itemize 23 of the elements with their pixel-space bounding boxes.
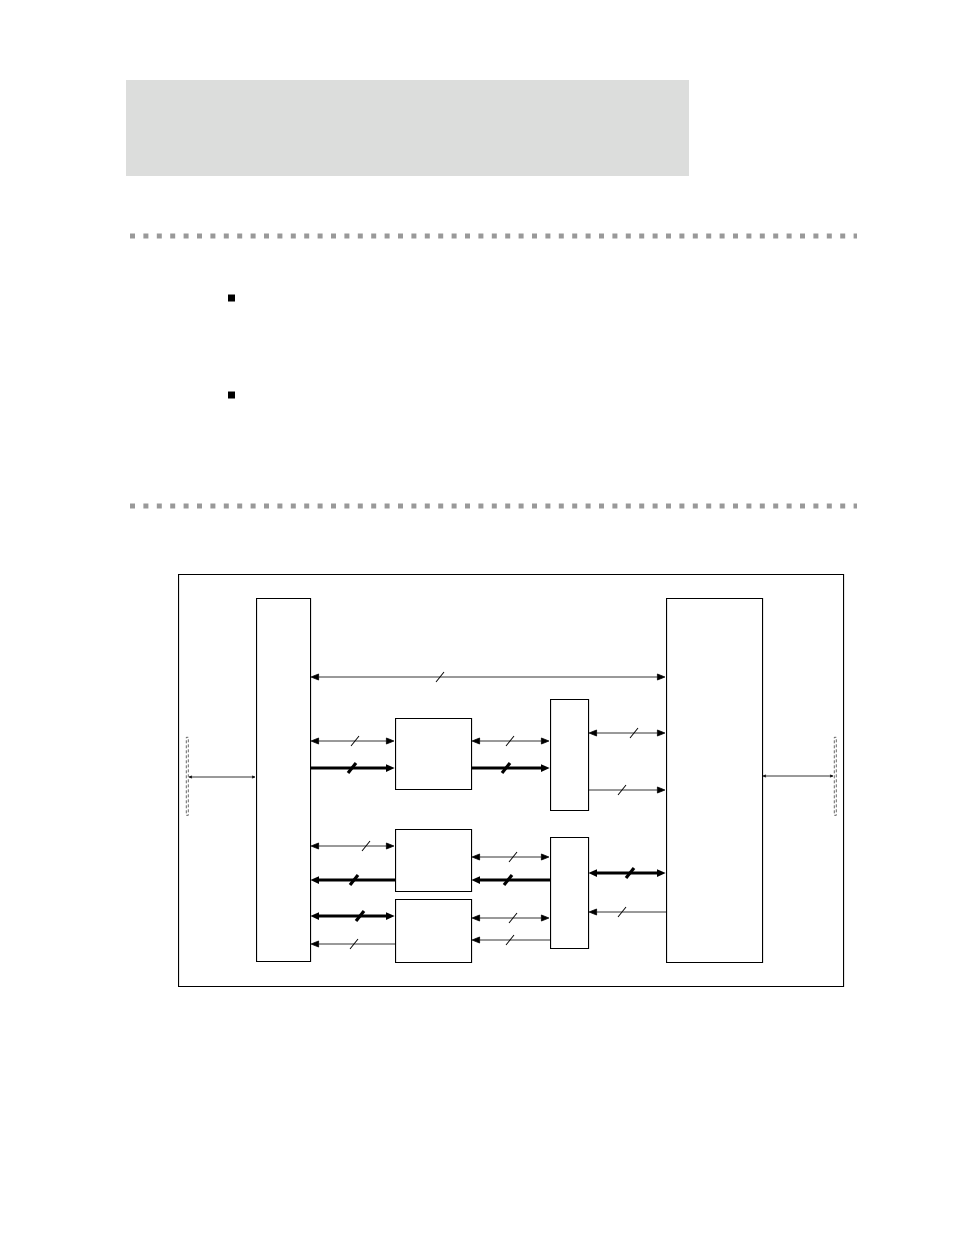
arrow <box>762 774 834 778</box>
bus-arrow <box>471 914 550 922</box>
bus-arrow <box>588 729 666 737</box>
arrow <box>188 775 256 779</box>
bus-arrow <box>471 853 550 861</box>
bus-arrow <box>471 737 550 745</box>
bus-arrow <box>588 908 667 916</box>
frame-box <box>178 574 845 988</box>
bus-arrow <box>310 737 395 745</box>
block-box <box>395 899 473 964</box>
bus-arrow <box>587 786 666 794</box>
bus-arrow <box>310 673 666 681</box>
bus-line <box>186 737 189 816</box>
block-box <box>550 837 590 950</box>
block-box <box>256 598 312 963</box>
block-box <box>395 829 473 893</box>
block-box <box>666 598 764 964</box>
block-box <box>550 699 590 812</box>
block-box <box>395 718 473 791</box>
bus-arrow <box>310 940 396 948</box>
bus-line <box>834 737 837 816</box>
bus-arrow <box>471 936 551 944</box>
bus-arrow <box>310 842 395 850</box>
